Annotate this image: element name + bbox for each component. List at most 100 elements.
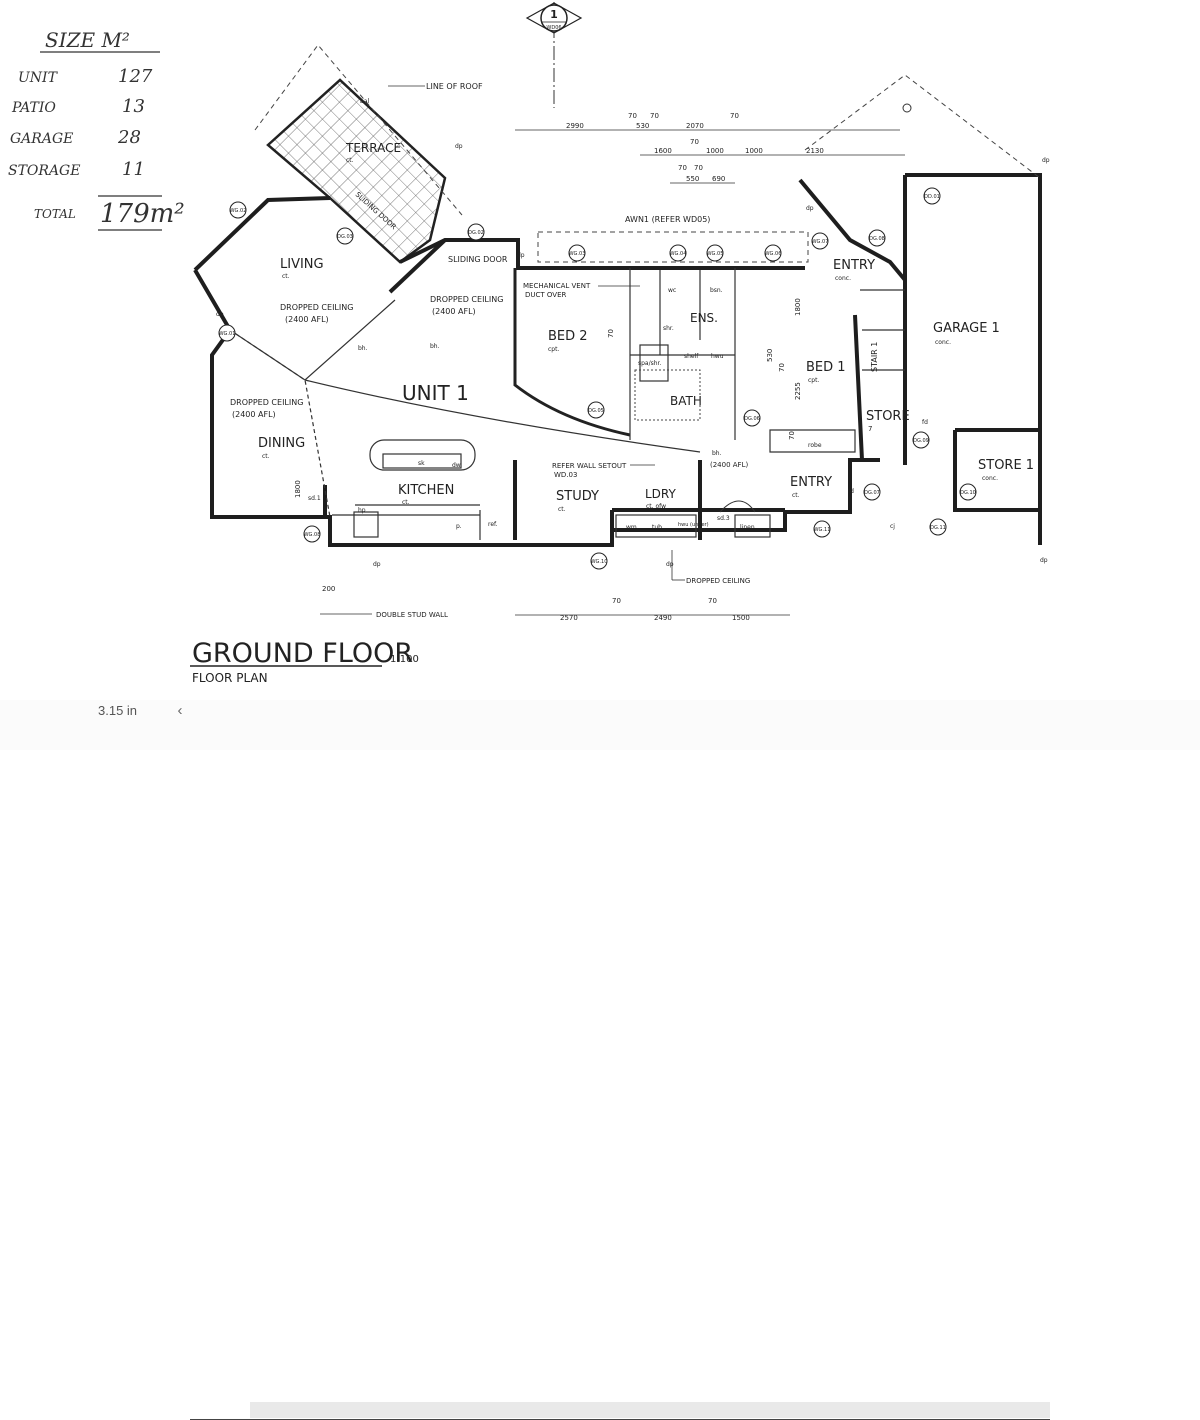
size-total-label: TOTAL <box>34 207 76 221</box>
downpipe-label: dp <box>806 205 814 212</box>
sd1-label: sd.1 <box>308 495 321 502</box>
dishwasher-label: dw. <box>452 462 462 469</box>
unit-label: UNIT 1 <box>402 381 469 405</box>
dining-label: DINING <box>258 436 305 451</box>
duct-over-label: DUCT OVER <box>525 291 567 299</box>
dining-ceiling-afl: (2400 AFL) <box>232 410 276 419</box>
bulkhead-afl: (2400 AFL) <box>710 461 748 469</box>
floor-drain-label: fd <box>922 419 928 426</box>
bulkhead-label: bh. <box>358 345 368 352</box>
dining-finish: ct. <box>262 453 270 460</box>
tag-label: WG.01 <box>219 331 236 337</box>
size-row-label: PATIO <box>11 100 56 116</box>
basin-label: bsn. <box>710 287 723 294</box>
dim-misc: 70 <box>778 363 786 372</box>
terrace-label: TERRACE <box>345 141 401 155</box>
hwu-under-label: hwu (under) <box>678 522 709 528</box>
size-row-label: GARAGE <box>10 131 73 147</box>
hot-water-label: hwu <box>711 353 724 360</box>
dim-misc: 200 <box>322 585 335 593</box>
store-label: STORE <box>866 409 910 424</box>
section-ref: WD06 <box>546 25 561 31</box>
size-row-label: STORAGE <box>8 163 80 179</box>
washing-machine-label: wm. <box>626 524 639 531</box>
size-total-value: 179m² <box>100 199 185 229</box>
bulkhead-label: bh. <box>430 343 440 350</box>
chevron-left-icon[interactable]: ‹ <box>170 700 190 720</box>
laundry-label: LDRY <box>645 487 676 501</box>
downpipe-label: dp <box>666 561 674 568</box>
tag-circles <box>218 187 977 570</box>
unit-walls <box>193 173 1042 547</box>
dim-misc: 70 <box>607 329 615 338</box>
balustrade-label: bal <box>360 98 369 105</box>
wc-label: wc <box>668 287 676 294</box>
study-finish: ct. <box>558 506 566 513</box>
section-marker: 1 WD06 <box>525 2 583 108</box>
shower-label: shr. <box>663 325 674 332</box>
living-finish: ct. <box>282 273 290 280</box>
awning-label: AWN1 (REFER WD05) <box>625 215 710 224</box>
store1-finish: conc. <box>982 475 998 482</box>
dim-bottom: 70 <box>612 597 621 605</box>
bulkhead-label: bh. <box>712 450 722 457</box>
double-stud-label: DOUBLE STUD WALL <box>376 611 448 619</box>
dim-top: 2990 <box>566 122 584 130</box>
dim-top: 2070 <box>686 122 704 130</box>
entry2-finish: ct. <box>792 492 800 499</box>
dim-top: 70 <box>650 112 659 120</box>
zoom-readout: 3.15 in <box>98 703 138 718</box>
dim-misc: 2255 <box>794 382 802 400</box>
horizontal-scrollbar[interactable] <box>250 1402 1050 1418</box>
plan-subtitle: FLOOR PLAN <box>192 671 268 685</box>
tag-label: DG.02 <box>468 230 484 236</box>
tag-label: WG.03 <box>569 251 586 257</box>
dim-bottom: 1500 <box>732 614 750 622</box>
control-joint-label: cj <box>890 523 895 530</box>
dim-bottom: 2570 <box>560 614 578 622</box>
tag-label: WG.07 <box>812 239 829 245</box>
room-labels: LIVING ct. DROPPED CEILING (2400 AFL) DR… <box>230 257 1034 513</box>
dim-top: 70 <box>694 164 703 172</box>
store1-label: STORE 1 <box>978 458 1034 473</box>
tag-label: DG.05 <box>588 408 604 414</box>
linen-label: linen <box>740 524 755 531</box>
garage-label: GARAGE 1 <box>933 321 1000 336</box>
tag-label: WG.02 <box>230 208 247 214</box>
garage-finish: conc. <box>935 339 951 346</box>
dim-misc: 530 <box>766 349 774 362</box>
downpipe-label: dp <box>455 143 463 150</box>
fridge-label: ref. <box>488 521 498 528</box>
study-label: STUDY <box>556 489 599 504</box>
tag-label: WG.10 <box>591 559 608 565</box>
robe-label: robe <box>808 442 822 449</box>
terrace-finish: ct. <box>346 157 354 164</box>
tag-labels: WG.02 DG.03 DG.02 WG.01 WG.03 WG.04 WG.0… <box>219 194 976 565</box>
entry2-label: ENTRY <box>790 475 832 490</box>
mech-vent-label: MECHANICAL VENT <box>523 282 591 290</box>
dim-top: 1600 <box>654 147 672 155</box>
dim-top: 70 <box>678 164 687 172</box>
ensuite-label: ENS. <box>690 311 718 325</box>
plan-title: GROUND FLOOR <box>192 638 413 669</box>
dim-top: 1000 <box>745 147 763 155</box>
tag-label: DD.01 <box>924 194 940 200</box>
downpipe-label: dp <box>216 311 224 318</box>
bed1-label: BED 1 <box>806 360 846 375</box>
dim-top: 550 <box>686 175 699 183</box>
dim-top: 70 <box>730 112 739 120</box>
plan-scale: 1:100 <box>390 654 419 665</box>
laundry-finish: ct. ofw <box>646 503 666 510</box>
tag-label: DG.10 <box>960 490 976 496</box>
tag-label: WG.04 <box>670 251 687 257</box>
tag-label: DG.11 <box>930 525 946 531</box>
tag-label: WG.11 <box>814 527 831 533</box>
floor-plan-drawing: SIZE M² UNIT 127 PATIO 13 GARAGE 28 STOR… <box>8 2 1050 685</box>
tag-label: WG.06 <box>765 251 782 257</box>
kitchen-ceiling-afl: (2400 AFL) <box>432 307 476 316</box>
dim-bottom: 2490 <box>654 614 672 622</box>
sliding-door2-label: SLIDING DOOR <box>448 255 508 264</box>
size-table-title: SIZE M² <box>45 28 130 52</box>
title-block: GROUND FLOOR 1:100 FLOOR PLAN <box>190 638 419 685</box>
tag-label: WG.08 <box>304 532 321 538</box>
